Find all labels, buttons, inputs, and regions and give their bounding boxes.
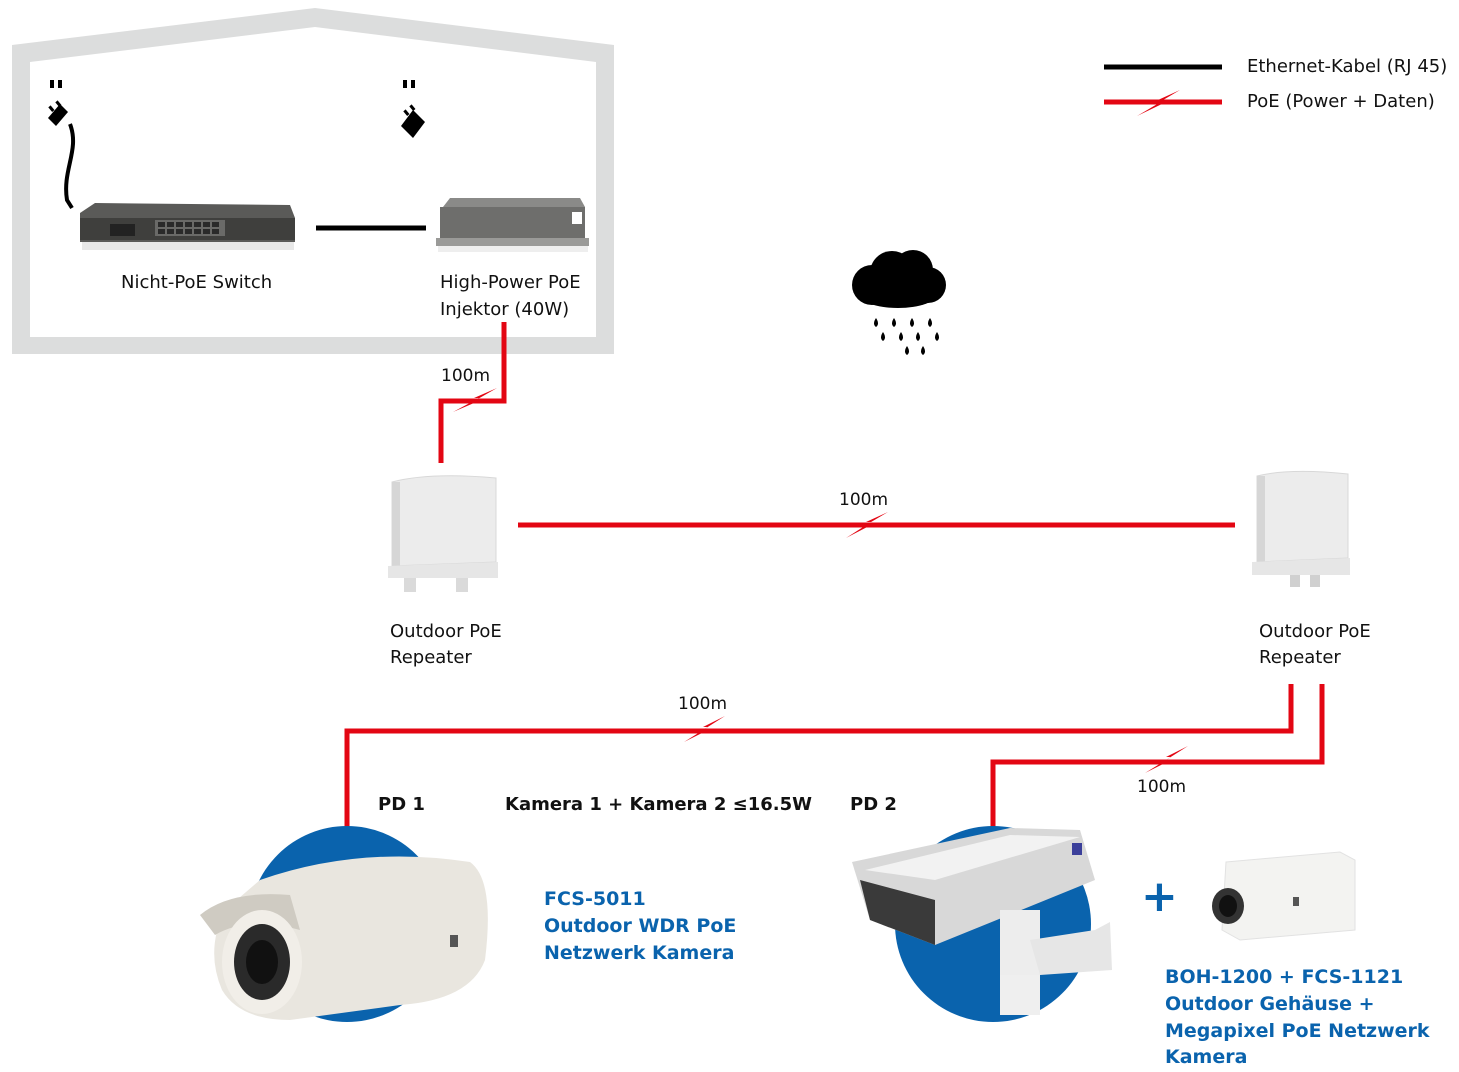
rain-cloud-icon <box>852 250 946 355</box>
pd1-label: PD 1 <box>378 794 425 815</box>
repeater2-label-line1: Outdoor PoE <box>1259 621 1371 642</box>
lightning-icon <box>1145 746 1188 773</box>
pd2-label: PD 2 <box>850 794 897 815</box>
distance-label: 100m <box>441 366 491 386</box>
camera2-model: BOH-1200 + FCS-1121 <box>1165 966 1404 988</box>
camera1-desc-line2: Netzwerk Kamera <box>544 942 735 964</box>
camera2-desc-line3: Kamera <box>1165 1046 1248 1068</box>
lightning-icon <box>684 716 725 742</box>
camera1-desc-line1: Outdoor WDR PoE <box>544 915 737 937</box>
legend-poe-label: PoE (Power + Daten) <box>1247 91 1435 112</box>
building-outline <box>12 8 614 354</box>
lightning-icon <box>846 512 888 538</box>
pd1-bullet-camera-image <box>200 856 488 1020</box>
camera1-model: FCS-5011 <box>544 888 646 910</box>
injector-label-line1: High-Power PoE <box>440 272 581 293</box>
box-camera-image <box>1212 851 1356 941</box>
legend-ethernet-label: Ethernet-Kabel (RJ 45) <box>1247 56 1448 77</box>
poe-cable-repeater2-pd1 <box>344 684 1294 828</box>
legend-lightning-icon <box>1137 90 1180 116</box>
repeater2-label-line2: Repeater <box>1259 647 1341 668</box>
plus-sign: + <box>1141 871 1178 922</box>
poe-cable-repeater2-pd2 <box>990 684 1325 828</box>
camera2-desc-line2: Megapixel PoE Netzwerk <box>1165 1020 1430 1042</box>
switch-label: Nicht-PoE Switch <box>121 272 273 293</box>
poe-cable-injector-repeater1 <box>438 322 507 463</box>
power-budget-note: Kamera 1 + Kamera 2 ≤16.5W <box>505 794 812 815</box>
distance-label: 100m <box>678 694 728 714</box>
pd2-housing-camera-image <box>852 828 1112 1015</box>
repeater1-device-image <box>388 475 498 592</box>
camera2-desc-line1: Outdoor Gehäuse + <box>1165 993 1375 1015</box>
injector-label-line2: Injektor (40W) <box>440 299 570 320</box>
distance-label: 100m <box>839 490 889 510</box>
repeater2-device-image <box>1252 470 1350 587</box>
repeater1-label-line2: Repeater <box>390 647 472 668</box>
power-plug-icon-injector <box>401 80 425 138</box>
repeater1-label-line1: Outdoor PoE <box>390 621 502 642</box>
switch-device-image <box>80 203 295 250</box>
lightning-icon <box>453 388 497 412</box>
injector-device-image <box>436 198 589 252</box>
distance-label: 100m <box>1137 777 1187 797</box>
power-plug-icon-switch <box>48 80 76 210</box>
